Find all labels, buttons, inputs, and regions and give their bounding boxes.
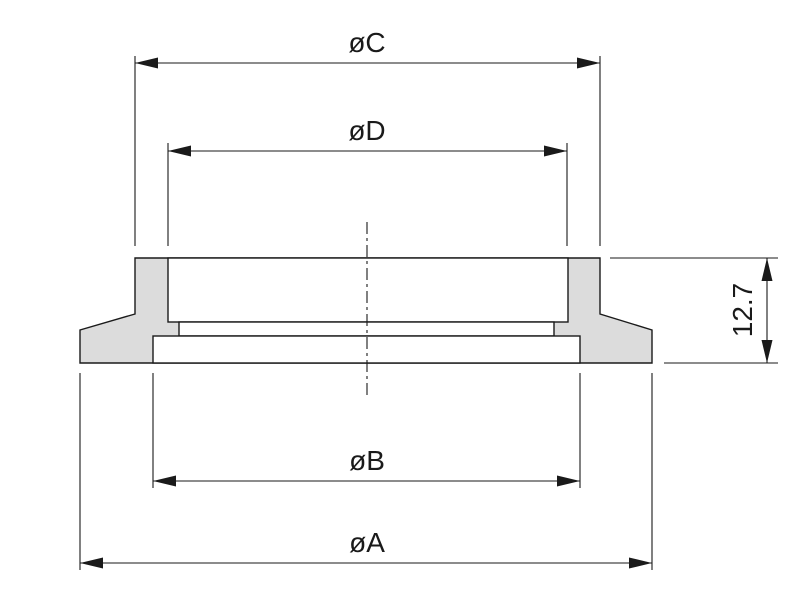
upper-bore: [167, 257, 569, 323]
dimension-height: 12.7: [727, 258, 773, 363]
arrowhead-height-top: [761, 258, 773, 281]
arrowhead-a-right: [629, 557, 652, 569]
label-b: øB: [349, 445, 385, 476]
arrowhead-d-right: [544, 145, 567, 157]
arrowhead-b-right: [557, 475, 580, 487]
dimension-a: øA: [80, 527, 652, 569]
arrowhead-c-right: [577, 57, 600, 69]
extension-lines: [79, 56, 778, 570]
arrowhead-height-bottom: [761, 340, 773, 363]
arrowhead-d-left: [168, 145, 191, 157]
arrowhead-a-left: [80, 557, 103, 569]
label-height: 12.7: [727, 283, 758, 338]
arrowhead-b-left: [153, 475, 176, 487]
label-a: øA: [349, 527, 385, 558]
label-d: øD: [348, 115, 385, 146]
dimension-b: øB: [153, 445, 580, 487]
dimension-c: øC: [135, 27, 600, 69]
flange-section: [79, 257, 653, 364]
dimension-d: øD: [168, 115, 567, 157]
arrowhead-c-left: [135, 57, 158, 69]
label-c: øC: [348, 27, 385, 58]
